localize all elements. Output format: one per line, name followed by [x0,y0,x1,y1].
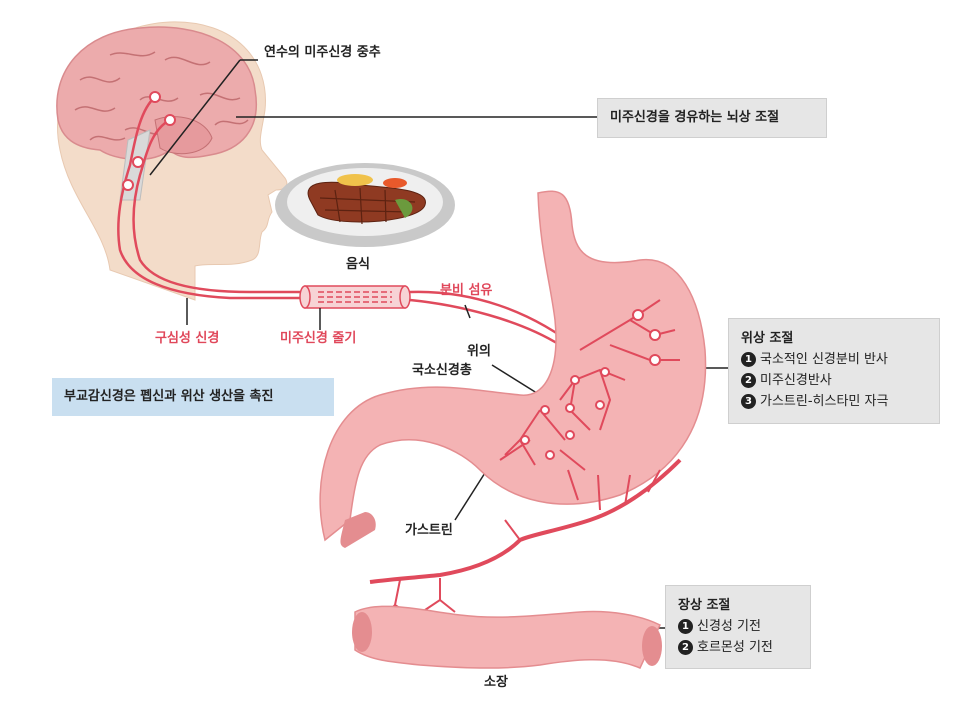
gastric-item-text: 미주신경반사 [760,373,832,388]
intestinal-item-number: 2 [678,640,693,655]
gastric-item: 2 미주신경반사 [741,370,927,391]
intestinal-item: 1 신경성 기전 [678,616,798,637]
gastric-phase-title: 위상 조절 [741,331,794,346]
vagus-trunk-cylinder [299,285,411,309]
stomach-outlet [340,512,376,548]
gastric-item: 3 가스트린-히스타민 자극 [741,391,927,412]
nerve-nodes [122,91,176,191]
parasympathetic-note: 부교감신경은 펩신과 위산 생산을 촉진 [52,378,334,416]
stomach [319,190,707,542]
brain-regulation-box: 미주신경을 경유하는 뇌상 조절 [597,98,827,138]
label-plexus-line1: 위의 [467,344,491,359]
label-plexus-line2: 국소신경총 [412,363,472,378]
gastric-item-text: 국소적인 신경분비 반사 [760,352,888,367]
intestine-end-right [642,626,662,666]
gastric-phase-box: 위상 조절 1 국소적인 신경분비 반사 2 미주신경반사 3 가스트린-히스타민 자… [728,318,940,424]
intestinal-item-text: 호르몬성 기전 [697,640,773,655]
gastric-item-text: 가스트린-히스타민 자극 [760,394,889,409]
gastric-item: 1 국소적인 신경분비 반사 [741,349,927,370]
label-small-intestine: 소장 [484,675,508,690]
intestinal-item-text: 신경성 기전 [697,619,761,634]
gastric-item-number: 1 [741,352,756,367]
blood-vessel [369,458,682,584]
label-efferent-fiber: 분비 섬유 [440,283,493,298]
intestinal-item-number: 1 [678,619,693,634]
intestinal-phase-title: 장상 조절 [678,598,731,613]
intestinal-item: 2 호르몬성 기전 [678,637,798,658]
label-vagus-trunk: 미주신경 줄기 [280,331,357,346]
gastric-item-number: 3 [741,394,756,409]
stomach-nerve-nodes [520,309,661,460]
label-food: 음식 [346,257,370,272]
label-vagus-centripetal: 구심성 신경 [155,331,220,346]
brain-regulation-text: 미주신경을 경유하는 뇌상 조절 [610,110,780,125]
food-plate [275,163,455,247]
label-medulla-center: 연수의 미주신경 중추 [264,45,381,60]
intestinal-phase-box: 장상 조절 1 신경성 기전 2 호르몬성 기전 [665,585,811,669]
intestine-end-left [352,612,372,652]
gastric-item-number: 2 [741,373,756,388]
vessel-branches [384,469,661,616]
label-gastrin: 가스트린 [405,523,453,538]
small-intestine [354,605,661,669]
